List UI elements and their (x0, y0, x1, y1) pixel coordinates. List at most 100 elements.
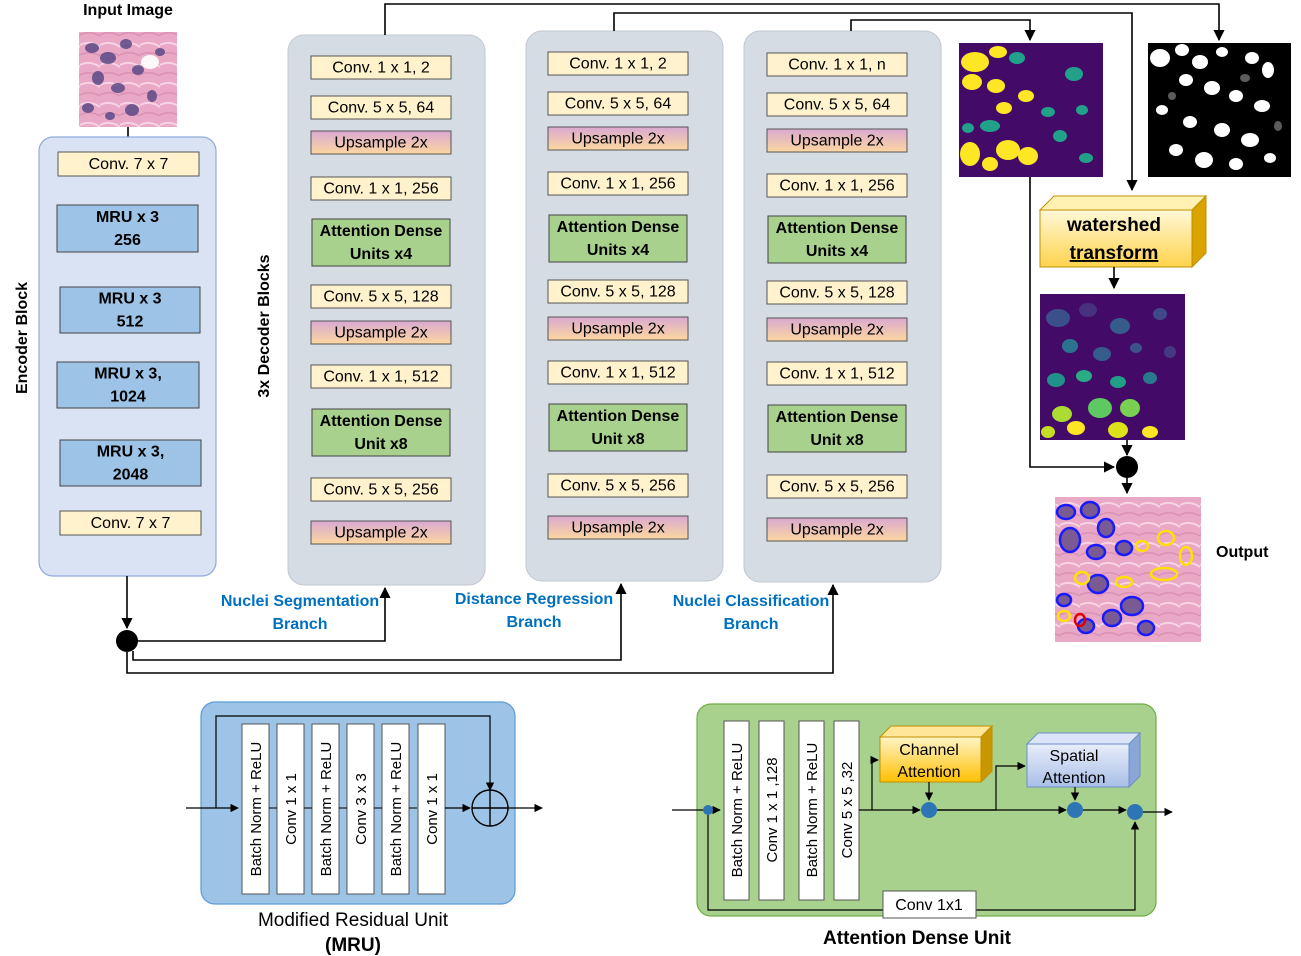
encoder-layer-1-label: MRU x 3 (96, 209, 159, 226)
mru-layer-2-label: Batch Norm + ReLU (318, 742, 335, 877)
decoder-segmentation-layer-5-label: Conv. 5 x 5, 128 (323, 289, 438, 306)
decoder-distance-layer-3 (547, 171, 689, 196)
decoder-segmentation-layer-8-label: Unit x8 (354, 436, 407, 453)
adu-title: Attention Dense Unit (823, 928, 1012, 949)
encoder-layer-conv-7-x-7 (57, 151, 200, 177)
decoder-segmentation-layer-7 (310, 364, 452, 389)
decoder-classification-layer-7 (766, 361, 908, 386)
mru-layer-4-label: Batch Norm + ReLU (388, 742, 405, 877)
branch-label-segmentation: Branch (272, 616, 327, 633)
decoder-segmentation-layer-4-label: Attention Dense (320, 223, 443, 240)
mru-layer-5-label: Conv 1 x 1 (424, 773, 441, 845)
adu-layer-2 (798, 720, 825, 901)
encoder-layer-2-label: 512 (117, 314, 144, 331)
decoder-distance-layer-4-label: Attention Dense (557, 219, 680, 236)
decoder-distance-layer-7-label: Conv. 1 x 1, 512 (560, 365, 675, 382)
decoder-segmentation-layer-4 (311, 218, 451, 267)
adu-channel-mult-node (921, 802, 937, 818)
decoder-classification-layer-7-label: Conv. 1 x 1, 512 (779, 366, 894, 383)
adu-skip-conv-label: Conv 1x1 (895, 897, 963, 914)
encoder-layer-1-label: 256 (114, 232, 141, 249)
adu-skip-conv-box (882, 890, 977, 919)
decoder-classification-layer-8-label: Unit x8 (810, 432, 863, 449)
decoder-side-label: 3x Decoder Blocks (256, 254, 273, 397)
decoder-distance-layer-1-label: Conv. 5 x 5, 64 (565, 96, 672, 113)
decoder-segmentation-layer-8 (311, 408, 451, 457)
encoder-layer-mru-x-3 (56, 204, 199, 253)
mru-layer-4 (381, 723, 410, 895)
mru-layer-1 (276, 723, 305, 895)
decoder-classification-layer-1 (766, 92, 908, 117)
decoder-distance-layer-3-label: Conv. 1 x 1, 256 (560, 176, 675, 193)
decoder-classification-layer-0-label: Conv. 1 x 1, n (788, 57, 886, 74)
decoder-classification-layer-5 (766, 280, 908, 305)
watershed-label-line1: watershed (1066, 215, 1161, 236)
adu-layer-2-label: Batch Norm + ReLU (804, 743, 821, 878)
merge-node-output (1116, 456, 1138, 478)
decoder-classification-layer-9-label: Conv. 5 x 5, 256 (779, 479, 894, 496)
encoder-layer-conv-7-x-7 (59, 510, 202, 536)
mru-layer-5 (417, 723, 446, 895)
decoder-distance-layer-8-label: Attention Dense (557, 408, 680, 425)
decoder-segmentation-layer-2 (310, 130, 452, 155)
channel-attention-label-line1: Channel (899, 742, 959, 759)
decoder-segmentation-layer-3-label: Conv. 1 x 1, 256 (323, 181, 438, 198)
spatial-attention-label-line1: Spatial (1050, 748, 1099, 765)
adu-split-node (703, 805, 713, 815)
adu-layer-1 (758, 720, 785, 901)
adu-layer-0-label: Batch Norm + ReLU (729, 743, 746, 878)
decoder-classification-layer-6-label: Upsample 2x (790, 322, 883, 339)
decoder-distance-layer-2 (547, 126, 689, 151)
decoder-classification-layer-8-label: Attention Dense (776, 409, 899, 426)
adu-layer-0 (723, 720, 750, 901)
output-image (1055, 497, 1201, 642)
decoder-classification-layer-10-label: Upsample 2x (790, 522, 883, 539)
watershed-transform-box: watershed transform (1038, 194, 1208, 269)
decoder-segmentation-layer-1-label: Conv. 5 x 5, 64 (328, 100, 435, 117)
decoder-distance-layer-5 (547, 279, 689, 304)
decoder-distance-layer-6-label: Upsample 2x (571, 321, 664, 338)
decoder-segmentation-layer-7-label: Conv. 1 x 1, 512 (323, 369, 438, 386)
instance-map-image (1040, 294, 1185, 440)
decoder-distance-layer-4 (548, 214, 688, 263)
decoder-distance-layer-8 (548, 403, 688, 452)
decoder-distance-layer-5-label: Conv. 5 x 5, 128 (560, 284, 675, 301)
input-image (79, 32, 177, 127)
mru-layer-3 (346, 723, 375, 895)
decoder-segmentation-layer-4-label: Units x4 (350, 246, 412, 263)
encoder-layer-4-label: MRU x 3, (97, 444, 165, 461)
adu-layer-3 (833, 720, 860, 901)
distance-map-image (1148, 43, 1291, 177)
branch-label-distance: Distance Regression (455, 591, 613, 608)
decoder-segmentation-layer-6-label: Upsample 2x (334, 325, 427, 342)
input-image-title: Input Image (83, 2, 173, 19)
mru-layer-2 (311, 723, 340, 895)
decoder-distance-layer-10 (547, 515, 689, 540)
channel-attention-label-line2: Attention (897, 764, 960, 781)
decoder-classification-layer-4-label: Units x4 (806, 243, 868, 260)
mru-subtitle: (MRU) (325, 935, 381, 956)
encoder-layer-mru-x-3 (59, 439, 202, 487)
mru-layer-3-label: Conv 3 x 3 (353, 773, 370, 845)
decoder-classification-layer-3-label: Conv. 1 x 1, 256 (779, 178, 894, 195)
branch-label-segmentation: Nuclei Segmentation (221, 593, 379, 610)
decoder-classification-layer-0 (766, 52, 908, 77)
decoder-distance-layer-9-label: Conv. 5 x 5, 256 (560, 478, 675, 495)
mru-layer-0-label: Batch Norm + ReLU (248, 742, 265, 877)
decoder-segmentation-layer-0-label: Conv. 1 x 1, 2 (332, 60, 430, 77)
decoder-classification-layer-10 (766, 517, 908, 542)
encoder-layer-mru-x-3 (56, 361, 200, 409)
channel-attention-box: Channel Attention (878, 724, 994, 784)
encoder-layer-2-label: MRU x 3 (98, 291, 161, 308)
encoder-side-label: Encoder Block (14, 282, 31, 394)
decoder-segmentation-layer-2-label: Upsample 2x (334, 135, 427, 152)
decoder-classification-layer-6 (766, 317, 908, 342)
spatial-attention-label-line2: Attention (1042, 770, 1105, 787)
watershed-label-line2: transform (1070, 243, 1159, 264)
decoder-classification-layer-3 (766, 173, 908, 198)
mru-layers: Batch Norm + ReLU Conv 1 x 1 Batch Norm + … (241, 723, 446, 895)
